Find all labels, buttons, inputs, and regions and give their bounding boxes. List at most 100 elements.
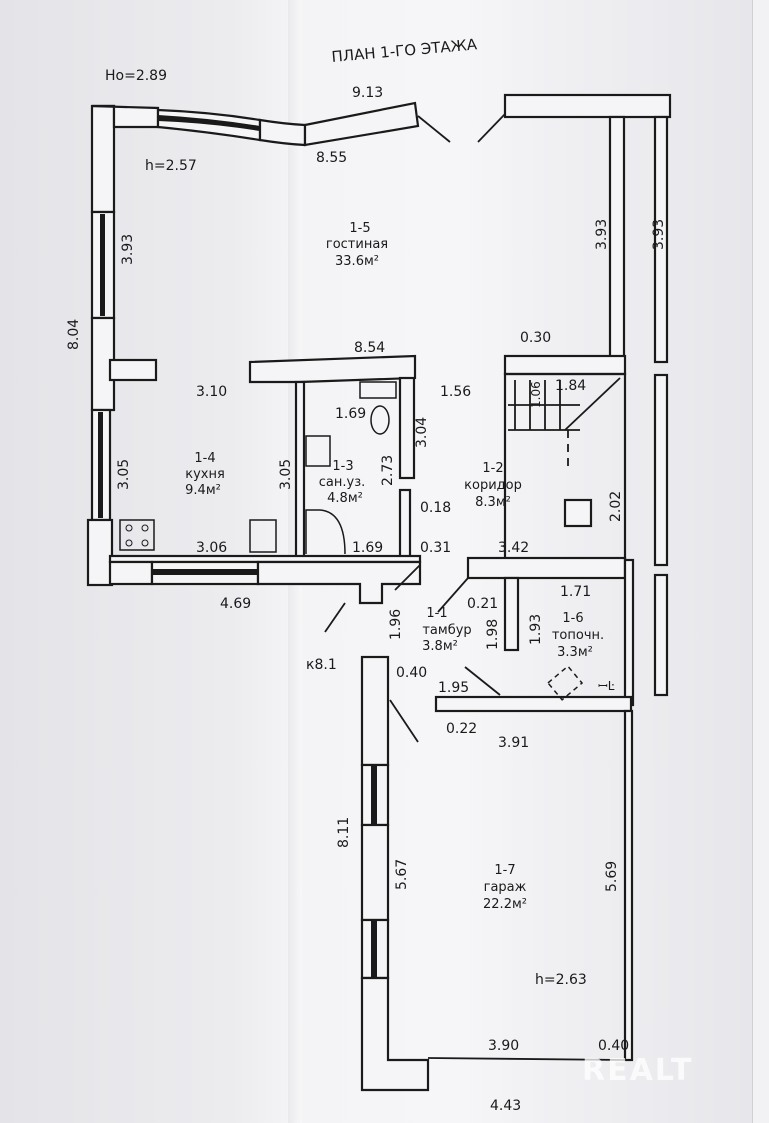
dimension: 3.05 — [278, 459, 294, 490]
dimension: 0.22 — [446, 721, 477, 737]
room-id: 1-3 — [332, 459, 353, 474]
stair-enclosure — [503, 372, 627, 562]
door — [324, 602, 346, 633]
window — [371, 920, 377, 978]
wall — [623, 709, 634, 1062]
dimension: 2.02 — [608, 491, 624, 522]
window — [158, 115, 260, 131]
toilet-icon — [359, 381, 397, 435]
dimension: 3.10 — [196, 384, 227, 400]
dimension: 1.69 — [335, 406, 366, 422]
dimension: 5.67 — [394, 859, 410, 890]
wall — [258, 118, 307, 147]
wall — [360, 823, 390, 922]
room-name: гостиная — [326, 237, 388, 252]
room-area: 4.8м² — [327, 491, 363, 506]
sink-icon — [249, 519, 277, 553]
wall — [466, 556, 627, 580]
door — [464, 666, 501, 696]
wall — [108, 560, 154, 586]
dimension: 9.13 — [352, 85, 383, 101]
dimension: 1.71 — [560, 584, 591, 600]
wall — [360, 976, 430, 1092]
wall — [294, 380, 306, 560]
wall — [653, 115, 669, 364]
partition — [503, 576, 520, 652]
room-name: коридор — [464, 478, 522, 493]
room-area: 9.4м² — [185, 483, 221, 498]
window — [152, 569, 258, 575]
wall — [608, 115, 626, 364]
window — [98, 412, 103, 518]
wall — [398, 376, 416, 480]
room-id: 1-4 — [194, 451, 215, 466]
dimension: 3.91 — [498, 735, 529, 751]
plan-title: ПЛАН 1-ГО ЭТАЖА — [331, 35, 479, 66]
washbasin-icon — [305, 435, 331, 467]
garage-height: h=2.63 — [535, 972, 587, 988]
room-id: 1-1 — [426, 606, 447, 621]
wall — [108, 358, 158, 382]
dimension: 1.56 — [440, 384, 471, 400]
dimension: 8.04 — [66, 319, 82, 350]
window — [100, 214, 105, 316]
dimension: 3.42 — [498, 540, 529, 556]
room-id: 1-5 — [349, 221, 370, 236]
room-area: 3.8м² — [422, 639, 458, 654]
door — [394, 564, 421, 591]
dimension: 3.90 — [488, 1038, 519, 1054]
dimension: 0.18 — [420, 500, 451, 516]
boiler-icon: ꟷĿ — [546, 665, 615, 701]
door — [437, 577, 469, 613]
wall — [653, 373, 669, 567]
total-height: Но=2.89 — [105, 68, 167, 84]
stair-mark: к8.1 — [306, 657, 337, 673]
dimension: 0.30 — [520, 330, 551, 346]
shower-icon — [305, 509, 346, 555]
dimension: 5.69 — [604, 861, 620, 892]
dimension: 1.69 — [352, 540, 383, 556]
window — [371, 765, 377, 825]
entry-door — [417, 115, 451, 143]
dimension-labels: 9.13 8.55 3.93 3.93 3.93 8.04 8.54 0.30 … — [66, 85, 667, 1114]
dimension: 4.69 — [220, 596, 251, 612]
room-name: гараж — [484, 880, 527, 895]
room-id: 1-2 — [482, 461, 503, 476]
dimension: 1.84 — [555, 378, 586, 394]
svg-text:ꟷĿ: ꟷĿ — [598, 679, 615, 693]
dimension: 1.96 — [388, 609, 404, 640]
room-name: кухня — [185, 467, 225, 482]
dimension: 3.93 — [120, 234, 136, 265]
room-area: 22.2м² — [483, 897, 527, 912]
dimension: 4.43 — [490, 1098, 521, 1114]
wall — [503, 93, 672, 119]
wall — [653, 573, 669, 697]
garage-gate — [427, 1057, 626, 1061]
stove-icon — [119, 519, 155, 551]
dimension: 3.93 — [594, 219, 610, 250]
wall — [360, 655, 390, 767]
labels: ПЛАН 1-ГО ЭТАЖА Но=2.89 h=2.57 h=2.63 1-… — [66, 35, 691, 1114]
room-area: 3.3м² — [557, 645, 593, 660]
wall — [248, 354, 417, 384]
dimension: 8.11 — [336, 817, 352, 848]
dimension: 1.95 — [438, 680, 469, 696]
wall — [434, 695, 633, 713]
dimension: 0.40 — [396, 665, 427, 681]
dimension: 1.93 — [528, 614, 544, 645]
entry-door — [477, 113, 506, 143]
room-name: тамбур — [422, 623, 471, 638]
dimension: 3.04 — [414, 417, 430, 448]
column — [563, 498, 593, 528]
room-area: 33.6м² — [335, 254, 379, 269]
room-name: сан.уз. — [319, 475, 365, 490]
dimension: 3.06 — [196, 540, 227, 556]
dimension: 0.21 — [467, 596, 498, 612]
wall — [256, 560, 422, 605]
staircase — [508, 377, 621, 528]
dimension: 3.93 — [651, 219, 667, 250]
dimension: 1.06 — [529, 381, 543, 408]
dimension: 3.05 — [116, 459, 132, 490]
adjacent-page-edge — [752, 0, 769, 1123]
